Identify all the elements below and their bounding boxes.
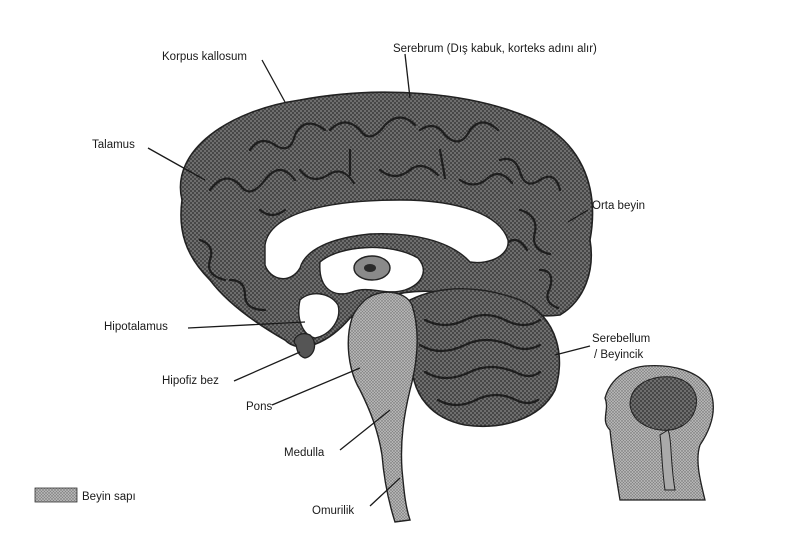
legend-swatch-brainstem [34, 487, 78, 503]
label-pons: Pons [246, 401, 272, 413]
head-silhouette-inset [604, 364, 714, 501]
label-hipotalamus: Hipotalamus [104, 321, 168, 333]
pituitary [293, 333, 316, 359]
brainstem [347, 291, 418, 523]
label-orta-beyin: Orta beyin [592, 200, 645, 212]
cerebellum [404, 288, 561, 428]
label-omurilik: Omurilik [312, 505, 354, 517]
hypothalamus [298, 293, 340, 339]
label-serebellum-2: / Beyincik [594, 349, 643, 361]
label-serebrum: Serebrum (Dış kabuk, korteks adını alır) [393, 43, 597, 55]
corpus-callosum [264, 199, 509, 280]
label-talamus: Talamus [92, 139, 135, 151]
label-medulla: Medulla [284, 447, 325, 459]
thalamus-core [364, 264, 376, 272]
legend-label-beyin-sapi: Beyin sapı [82, 491, 136, 503]
label-korpus-kallosum: Korpus kallosum [162, 51, 247, 63]
gyri-pattern [198, 116, 562, 312]
cerebellum-folia [418, 313, 542, 407]
leader-lines [147, 53, 591, 507]
label-hipofiz-bez: Hipofiz bez [162, 375, 219, 387]
label-serebellum-1: Serebellum [592, 333, 650, 345]
legend: Beyin sapı [34, 487, 136, 503]
